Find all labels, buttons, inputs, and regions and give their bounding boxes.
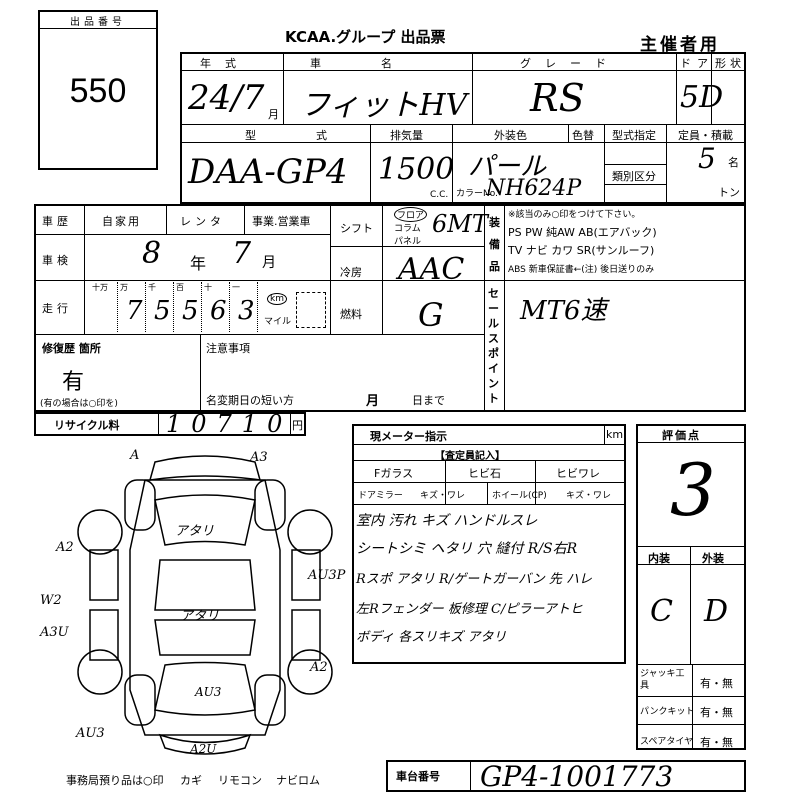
- shift-value: 6MT: [432, 210, 488, 238]
- year-value: 24/7: [188, 78, 265, 118]
- mark-right-mid: AU3P: [308, 568, 346, 583]
- recycle-box: [34, 412, 306, 436]
- mark-front-left: A: [130, 448, 140, 463]
- displacement-value: 1500: [378, 152, 455, 187]
- mileage-digit: 5: [154, 296, 171, 326]
- spec-grid: [34, 204, 746, 412]
- comment-2: シートシミ ヘタリ 穴 縫付 R/S右R: [356, 541, 578, 557]
- grade-value: RS: [530, 76, 585, 120]
- repair-value: 有: [62, 370, 85, 395]
- model-value: DAA-GP4: [188, 152, 348, 192]
- mark-bottom-center: AU3: [195, 685, 222, 699]
- mark-bottom-left: AU3: [76, 726, 105, 741]
- lot-box: [38, 10, 158, 170]
- km-circle: km: [267, 293, 287, 305]
- color-code-value: NH624P: [486, 176, 582, 201]
- inspection-year: 8: [142, 236, 162, 271]
- inspection-box: [352, 424, 626, 664]
- mark-left-fender: A2: [56, 540, 74, 555]
- mileage-digit: 6: [210, 296, 227, 326]
- mileage-digit: 3: [238, 296, 255, 326]
- color-value: パール: [468, 152, 547, 182]
- interior-grade: C: [650, 594, 673, 629]
- lot-number: 550: [69, 72, 127, 110]
- mark-roof: アタリ: [180, 609, 220, 624]
- mark-left-door: W2: [40, 593, 62, 608]
- comment-3: Rスポ アタリ R/ゲートガーバン 先 ハレ: [356, 572, 593, 587]
- recycle-value: 10710: [166, 410, 293, 438]
- mark-front-right: A3: [250, 450, 268, 465]
- mileage-unit: 百: [176, 283, 184, 292]
- mark-right-rear: A2: [310, 660, 328, 675]
- vehicle-grid: [180, 52, 746, 204]
- comment-4: 左Rフェンダー 板修理 C/ピラーアトヒ: [356, 602, 583, 617]
- capacity-value: 5: [698, 142, 716, 175]
- car-name-value: フィットHV: [300, 88, 468, 123]
- mileage-unit: 万: [120, 283, 128, 292]
- mileage-unit: 千: [148, 283, 156, 292]
- mileage-digit: 7: [126, 296, 143, 326]
- car-diagram: [77, 455, 333, 755]
- comment-5: ボディ 各スリキズ アタリ: [356, 630, 507, 645]
- rating-value: 3: [670, 448, 716, 532]
- chassis-box: [386, 760, 746, 792]
- comment-1: 室内 汚れ キズ ハンドルスレ: [356, 513, 538, 529]
- exterior-grade: D: [704, 594, 729, 629]
- organizer-label: 主催者用: [640, 35, 720, 55]
- door-value: 5D: [680, 80, 724, 115]
- mileage-unit: 一: [232, 283, 240, 292]
- lot-label: 出品番号: [70, 17, 126, 28]
- inspection-month: 7: [232, 236, 252, 271]
- mileage-unit: 十万: [92, 283, 108, 292]
- fuel-value: G: [418, 296, 444, 334]
- mileage-unit: 十: [204, 283, 212, 292]
- mileage-digit: 5: [182, 296, 199, 326]
- mileage-cell: 十万: [90, 282, 118, 332]
- rating-box: [636, 424, 746, 750]
- mark-rear: A2U: [190, 742, 217, 756]
- mark-hood: アタリ: [175, 524, 215, 539]
- equipment-written: MT6速: [520, 296, 607, 326]
- sheet-title: KCAA.グループ 出品票: [285, 28, 446, 46]
- chassis-value: GP4-1001773: [480, 760, 674, 793]
- ac-value: AAC: [398, 252, 465, 287]
- mark-left-rear: A3U: [40, 625, 69, 640]
